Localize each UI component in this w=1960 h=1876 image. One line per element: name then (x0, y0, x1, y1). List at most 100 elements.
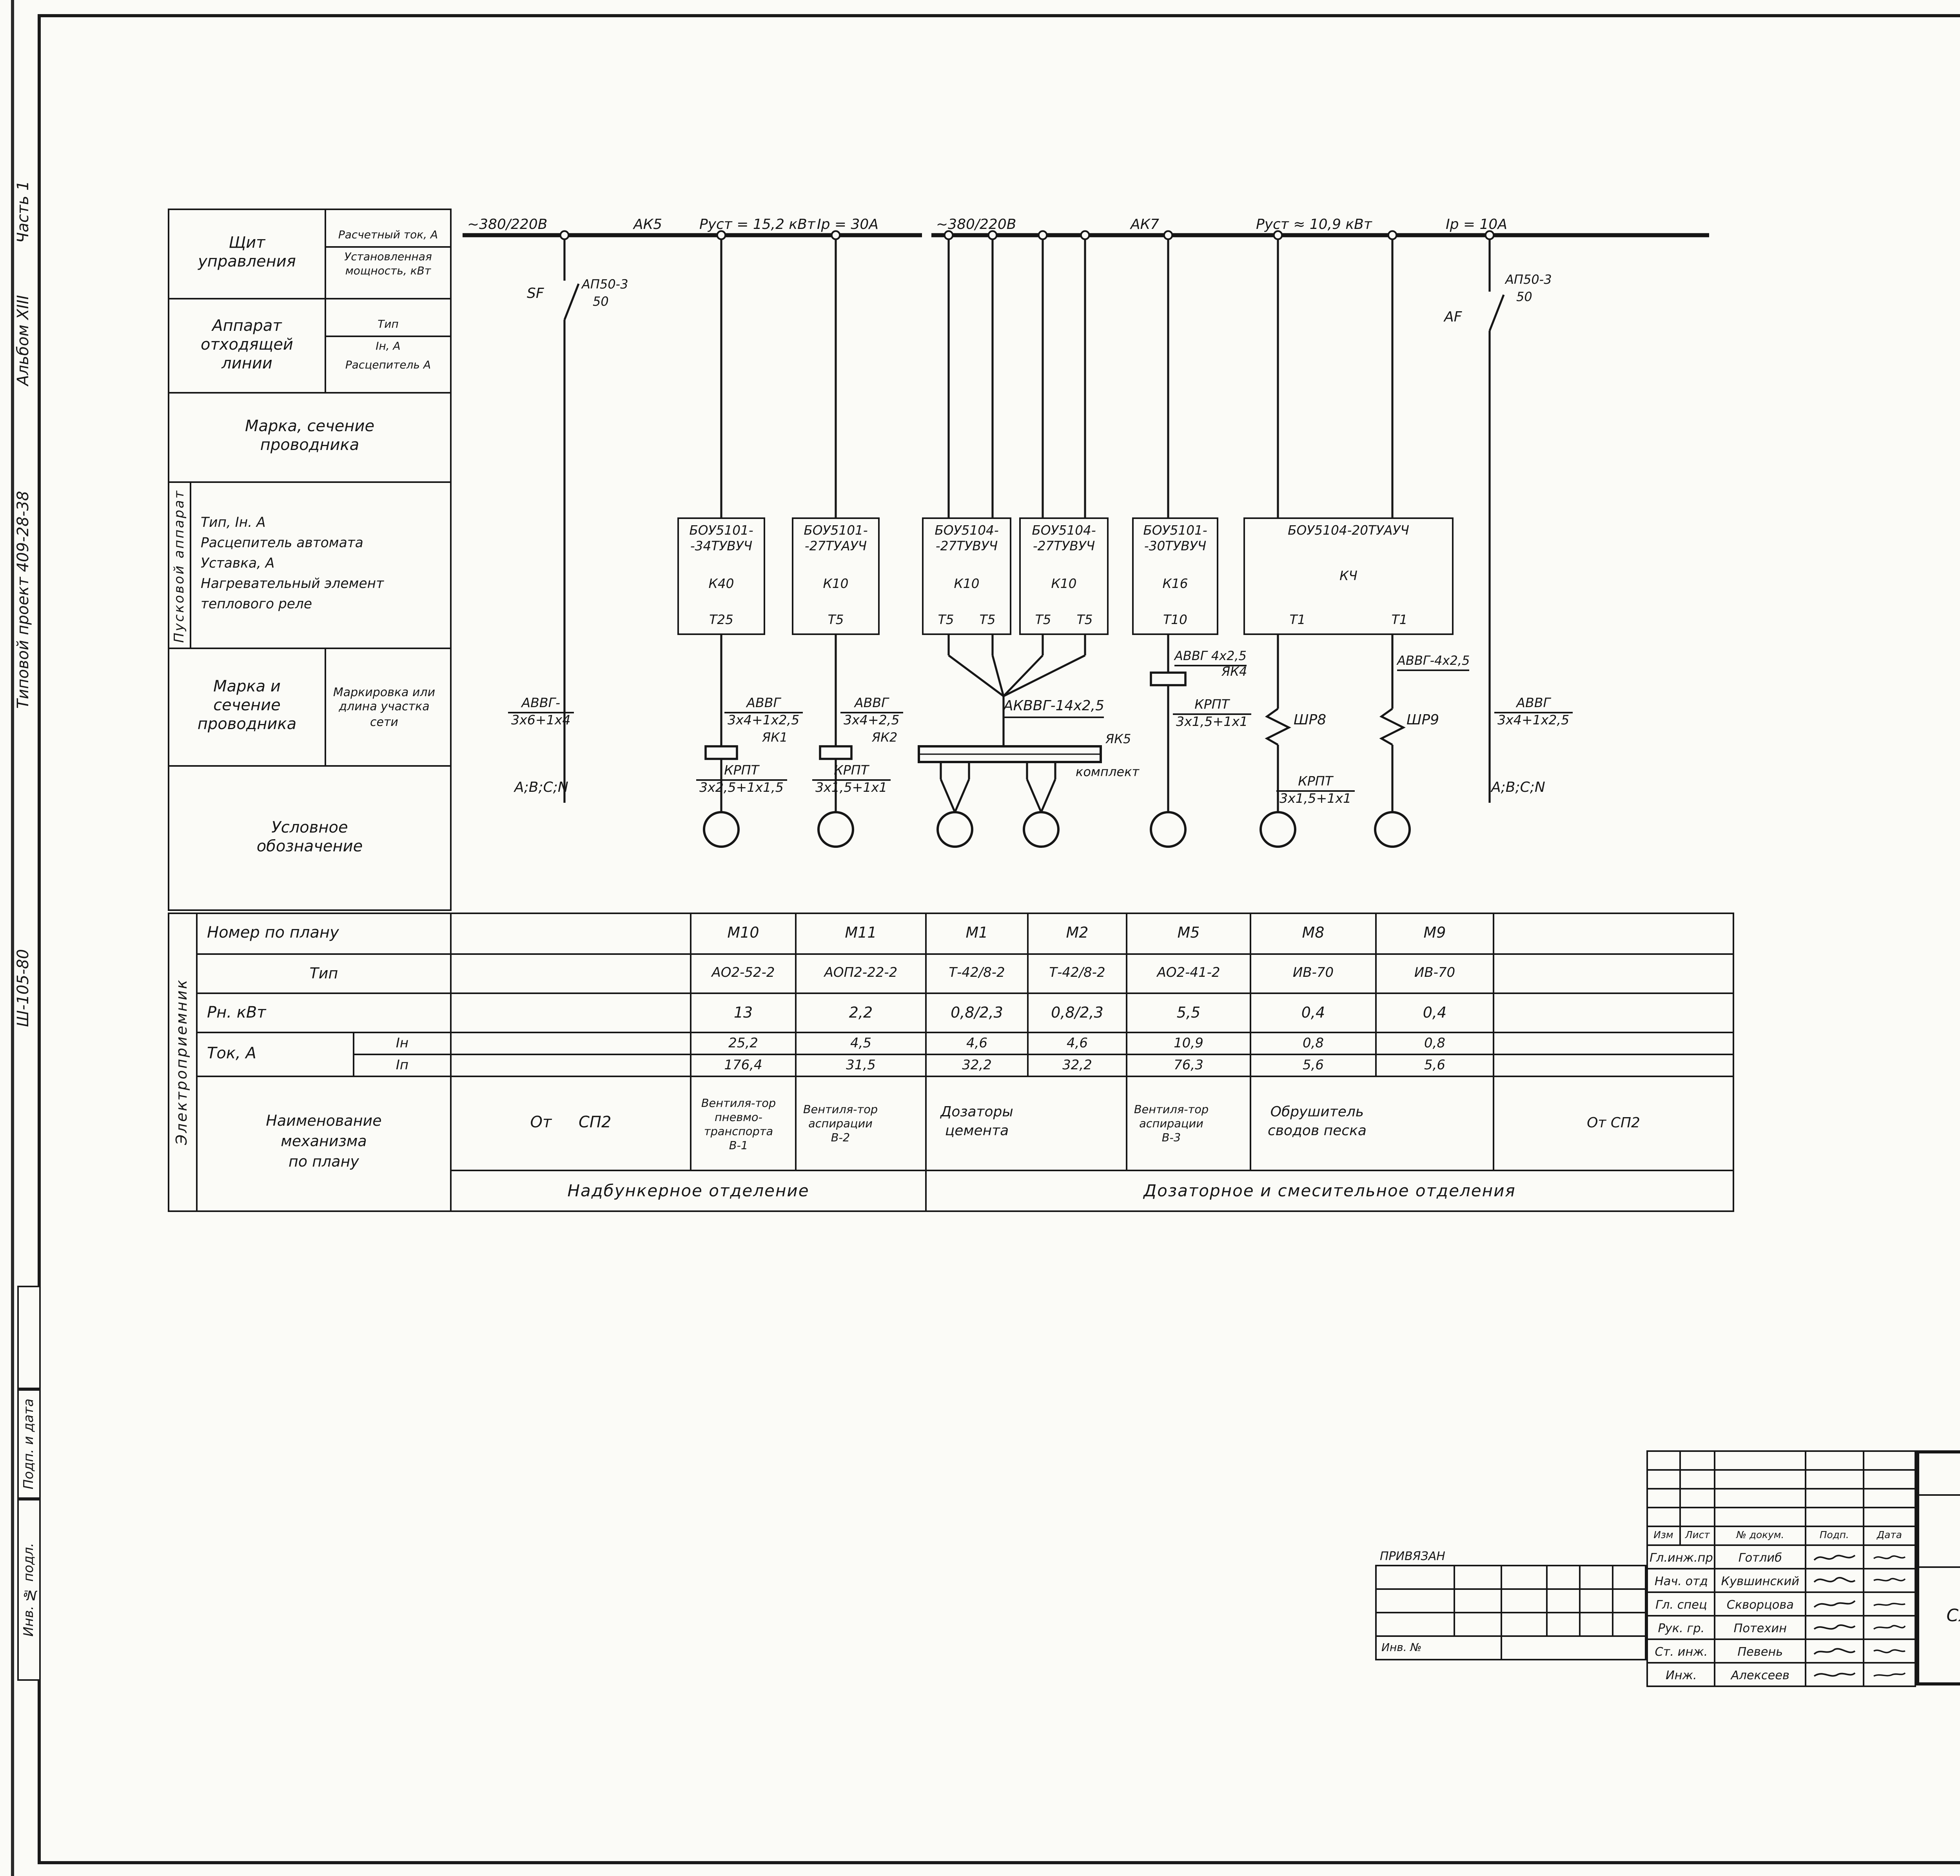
starter-type: БОУ5104--27ТУВУЧ (1032, 522, 1096, 553)
sf-label: SF (527, 287, 544, 303)
junction-label-yak5: ЯК5 (1105, 732, 1131, 746)
row-label-type: Тип (196, 953, 452, 994)
col-header-date: Дата (1862, 1526, 1916, 1546)
signature-cell (1804, 1544, 1864, 1569)
date-scribble (1873, 1578, 1906, 1582)
cell-empty (450, 1054, 691, 1077)
date-cell (1862, 1568, 1916, 1593)
cell (1546, 1588, 1581, 1613)
revision-cell (1714, 1450, 1806, 1471)
junction-label-yak2: ЯК2 (872, 731, 898, 745)
person-name: Потехин (1714, 1615, 1806, 1640)
branch-dosing (918, 635, 1102, 848)
revision-cell (1804, 1469, 1864, 1490)
starter-box-6: БОУ5104-20ТУАУЧ КЧ Т1 Т1 (1243, 517, 1454, 635)
starter-type: БОУ5101--34ТУВУЧ (689, 522, 753, 553)
drawing-frame (38, 14, 1960, 1864)
cell (1579, 1612, 1614, 1637)
margin-label-series: Ш-105-80 (16, 949, 33, 1028)
row-label-plan: Номер по плану (196, 913, 452, 955)
starter-relay: Т5 (828, 612, 844, 628)
department-cell-left: Надбункерное отделение (450, 1170, 927, 1212)
phase-label-af: А;В;С;N (1491, 781, 1545, 796)
cell (1579, 1565, 1614, 1590)
signature-table: Изм Лист № докум. Подп. Дата Гл.инж.пр Г… (1646, 1450, 1916, 1687)
plan-number-cell: М5 (1126, 913, 1251, 955)
cable-label-sf: АВВГ-3х6+1х4 (508, 695, 574, 728)
cell (1612, 1565, 1646, 1590)
revision-cell (1714, 1469, 1806, 1490)
cell (1500, 1612, 1548, 1637)
starter-relay: Т5 (938, 612, 954, 628)
person-name: Кувшинский (1714, 1568, 1806, 1593)
branch-m5 (1150, 635, 1187, 848)
param-label-wire-mark: Марка, сечение проводника (168, 392, 452, 483)
margin-label-inventory: Инв. № подл. (21, 1543, 37, 1637)
signature-cell (1804, 1638, 1864, 1664)
starter-relay: Т10 (1163, 612, 1187, 628)
branch-m8 (1259, 635, 1296, 848)
cell (1500, 1565, 1548, 1590)
cell (1579, 1588, 1614, 1613)
margin-label-project: Типовой проект 409-28-38 (16, 492, 33, 709)
starter-type: БОУ5101--30ТУВУЧ (1143, 522, 1207, 553)
starter-contactor: К10 (823, 575, 849, 590)
privyazan-table: Инв. № (1375, 1565, 1647, 1660)
cell-empty (450, 1032, 691, 1055)
cell (1375, 1565, 1455, 1590)
date-cell (1862, 1615, 1916, 1640)
sf-switch (563, 235, 580, 803)
revision-cell (1679, 1488, 1716, 1508)
margin-box-empty (17, 1286, 41, 1389)
cell-empty (1493, 913, 1734, 955)
starter-type: БОУ5104--27ТУВУЧ (935, 522, 999, 553)
signature-cell (1804, 1662, 1864, 1687)
type-cell: АО2-41-2 (1126, 953, 1251, 994)
date-scribble (1873, 1649, 1906, 1653)
cell (1546, 1612, 1581, 1637)
starter-relay: Т1 (1289, 612, 1306, 628)
starter-relay: Т5 (979, 612, 996, 628)
type-cell: АО2-52-2 (690, 953, 797, 994)
revision-cell (1646, 1507, 1681, 1527)
cell (1375, 1612, 1455, 1637)
starter-relay: Т1 (1391, 612, 1408, 628)
person-name: Готлиб (1714, 1544, 1806, 1569)
cell (1453, 1565, 1502, 1590)
person-role: Гл. спец (1646, 1591, 1716, 1617)
istart-cell: 5,6 (1375, 1054, 1494, 1077)
starter-box-1: БОУ5101--34ТУВУЧ К40 Т25 (677, 517, 765, 635)
cell (1500, 1635, 1647, 1660)
date-scribble (1873, 1555, 1906, 1559)
privyazan-label: ПРИВЯЗАН (1380, 1549, 1445, 1563)
signature-scribble (1813, 1672, 1855, 1677)
type-cell: ИВ-70 (1250, 953, 1377, 994)
starter-contactor: К10 (954, 575, 980, 590)
revision-cell (1679, 1507, 1716, 1527)
istart-cell: 32,2 (925, 1054, 1029, 1077)
revision-cell (1646, 1488, 1681, 1508)
date-scribble (1873, 1625, 1906, 1630)
col-header-sign: Подп. (1804, 1526, 1864, 1546)
revision-cell (1714, 1507, 1806, 1527)
plan-number-cell: М1 (925, 913, 1029, 955)
revision-cell (1714, 1488, 1806, 1508)
starter-contactor: КЧ (1339, 567, 1357, 583)
cell (1546, 1565, 1581, 1590)
col-header-doc: № докум. (1714, 1526, 1806, 1546)
date-cell (1862, 1638, 1916, 1664)
person-role: Ст. инж. (1646, 1638, 1716, 1664)
date-cell (1862, 1591, 1916, 1617)
mechanism-cell: Вентиля-тор аспирации В-3 (1126, 1076, 1251, 1171)
cell-empty (450, 953, 691, 994)
starter-type: БОУ5104-20ТУАУЧ (1288, 522, 1409, 538)
load-table: Электроприемник Номер по плану М10 М11 М… (168, 913, 1734, 1212)
inom-cell: 4,5 (795, 1032, 927, 1055)
cell-empty (1493, 992, 1734, 1033)
